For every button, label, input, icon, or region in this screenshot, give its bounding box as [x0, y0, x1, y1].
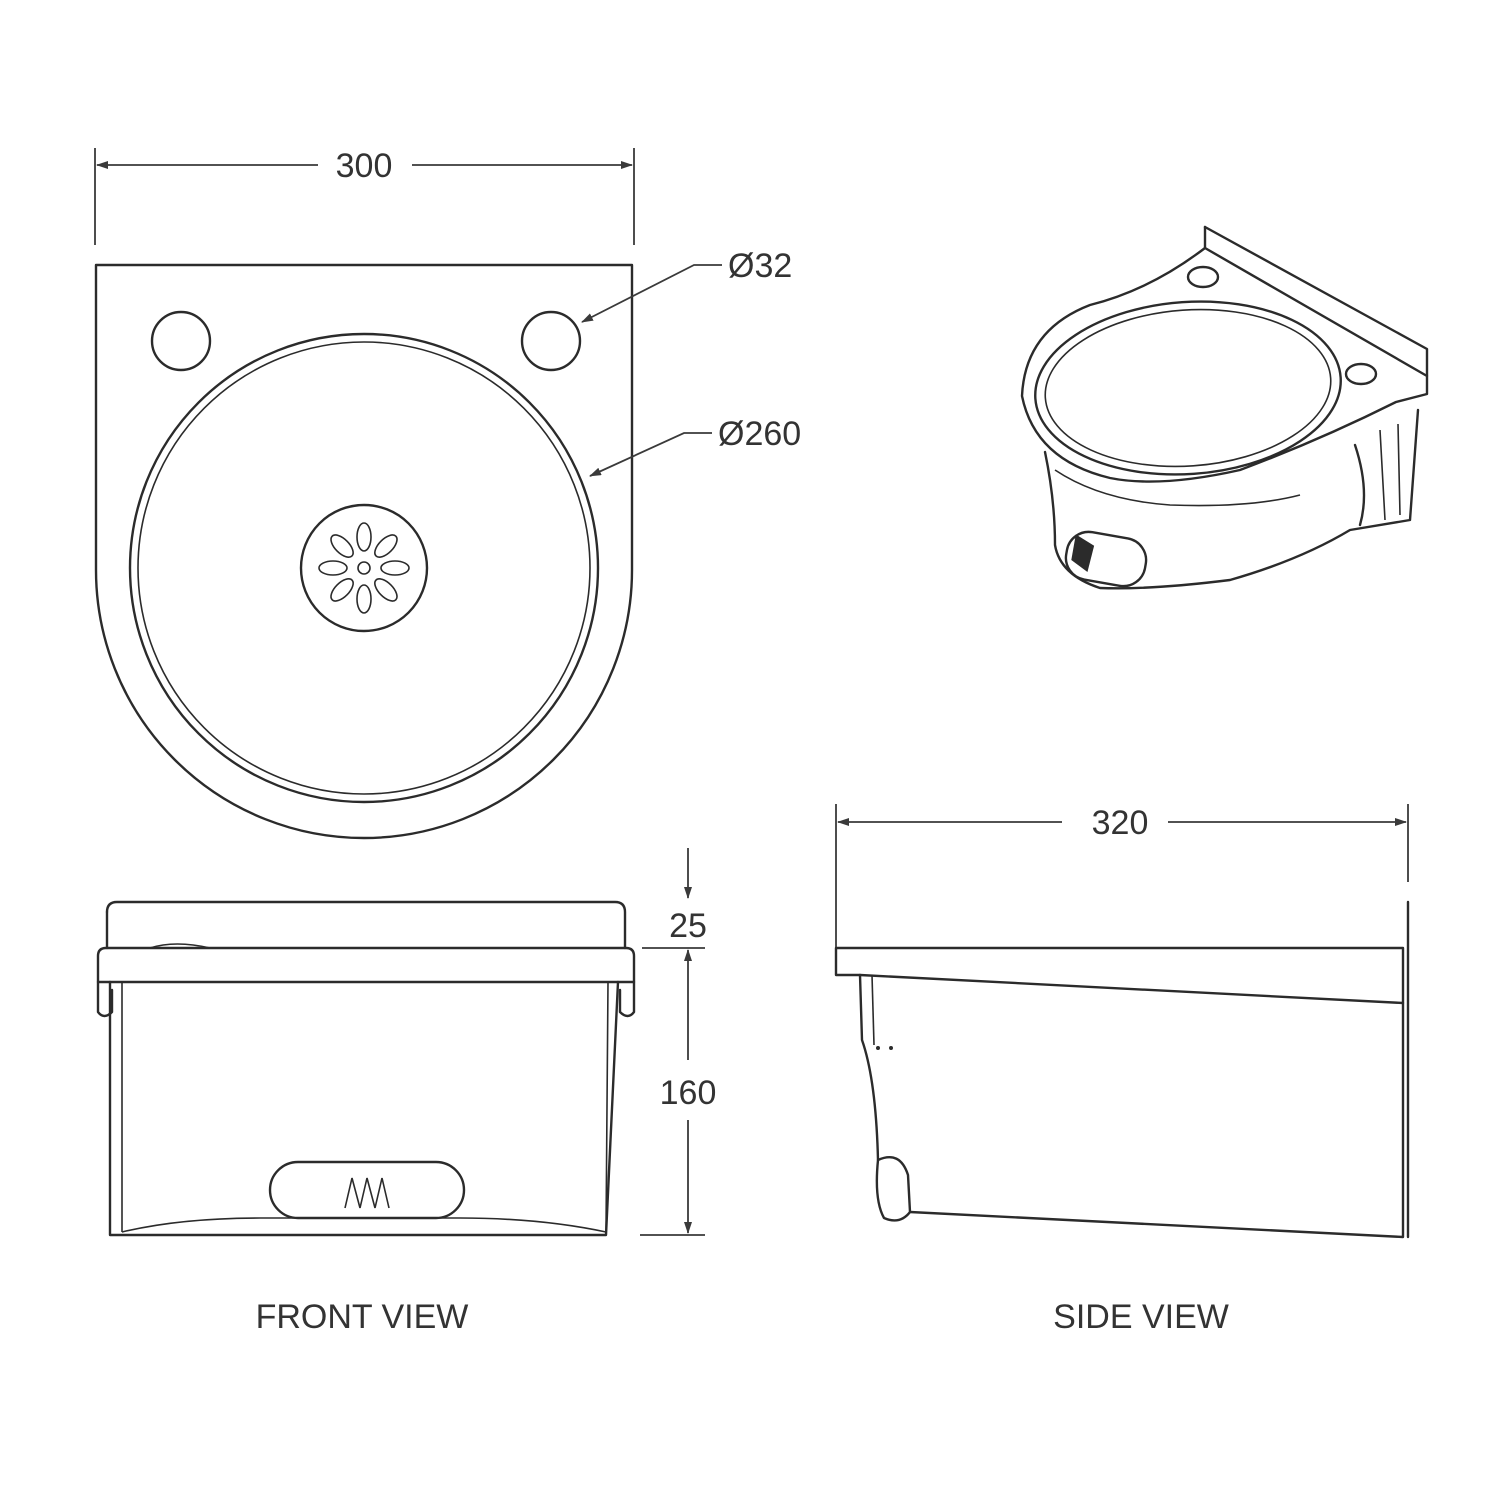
bowl-outer-rim — [128, 332, 600, 804]
bowl-inner-rim — [137, 341, 591, 795]
bowl-diameter-dimension: Ø260 — [718, 415, 801, 453]
width-dimension: 300 — [336, 147, 393, 185]
bowl-height-dimension: 160 — [660, 1074, 717, 1112]
isometric-view — [1020, 225, 1429, 590]
tap-hole-right — [520, 310, 582, 372]
side-view: 320 SIDE VIEW — [834, 804, 1410, 1336]
tap-hole-left — [150, 310, 212, 372]
depth-dimension: 320 — [1092, 804, 1149, 842]
tap-hole-dimension: Ø32 — [728, 247, 792, 285]
top-plan-view: 300 Ø32 Ø260 — [94, 147, 801, 840]
basin-outline — [94, 263, 634, 840]
rim-height-dimension: 25 — [669, 907, 707, 945]
front-view: 25 160 FRONT VIEW — [96, 848, 717, 1336]
drain-grate — [299, 503, 429, 633]
front-view-label: FRONT VIEW — [256, 1298, 469, 1336]
side-view-label: SIDE VIEW — [1053, 1298, 1229, 1336]
